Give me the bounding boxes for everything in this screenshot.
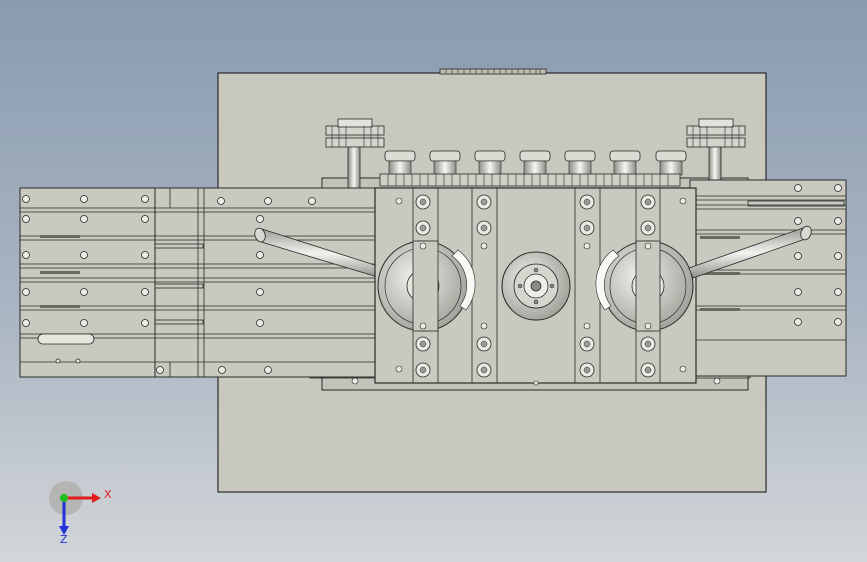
left-handwheel[interactable] [377,240,476,332]
z-axis-label: Z [60,533,68,546]
right-adjust-handle[interactable] [688,225,813,279]
left-rail-bolts [22,195,316,374]
gear-strip [379,173,681,187]
roller[interactable] [474,150,506,176]
gear-strip-teeth [387,174,669,186]
y-axis-dot [60,494,68,502]
right-rail-bolts [794,184,842,326]
housing-bolts [351,194,721,386]
top-sprocket-strip [439,68,547,75]
left-slot[interactable] [37,333,95,345]
left-chain-segments [40,235,80,308]
right-handwheel[interactable] [595,240,694,332]
roller[interactable] [564,150,596,176]
top-strip-teeth [445,69,541,74]
x-axis-arrowhead [92,493,101,503]
center-drive-hub[interactable] [501,251,571,321]
z-axis-arrowhead [59,526,69,535]
left-rail-extension [154,187,381,378]
left-rail-assembly[interactable] [19,187,381,378]
left-sprocket-hub [337,118,373,128]
left-sprocket-lower [325,137,385,148]
right-rail-lines [690,195,846,341]
right-sprocket-lower [686,137,746,148]
coordinate-triad: X Z [49,481,112,546]
roller[interactable] [384,150,416,176]
right-sprocket-hub [698,118,734,128]
right-rail-assembly[interactable] [689,179,847,377]
right-rail-frame [689,179,847,377]
right-chain-segments [700,236,740,311]
roller[interactable] [519,150,551,176]
roller[interactable] [429,150,461,176]
x-axis-label: X [104,488,112,501]
roller[interactable] [655,150,687,176]
roller[interactable] [609,150,641,176]
